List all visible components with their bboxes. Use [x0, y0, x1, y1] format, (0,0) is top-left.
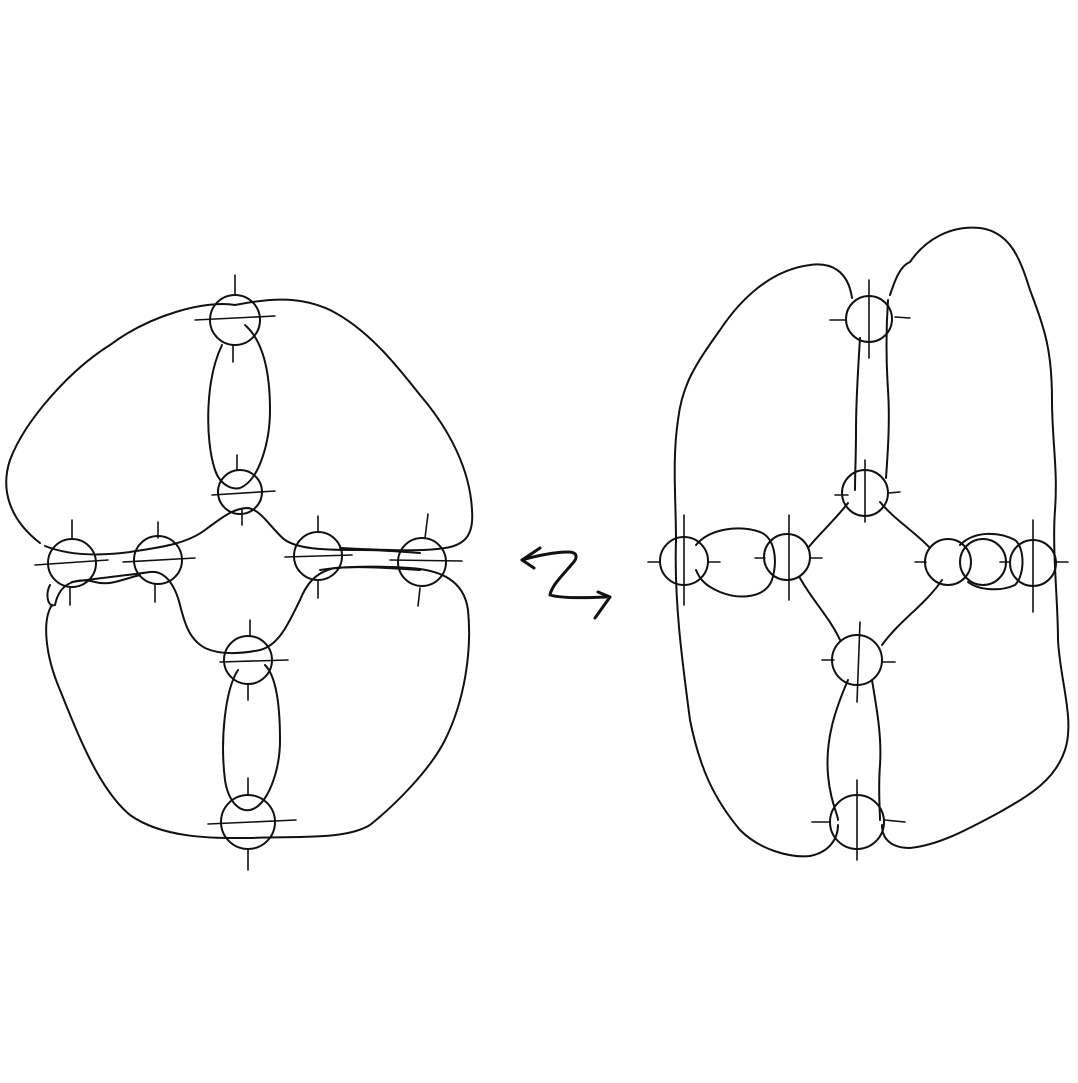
right-figure [647, 226, 1070, 861]
right-lower-stem-left [826, 679, 849, 821]
bidirectional-arrow-icon [520, 546, 612, 620]
right-tick-marks [647, 279, 1069, 861]
right-circle-lower-center [831, 634, 883, 686]
right-right-side-loop [959, 532, 1024, 591]
right-diamond-lower-right [881, 579, 943, 646]
arrow-zigzag-stroke [520, 550, 608, 600]
left-tick-marks [34, 274, 463, 871]
left-lower-outer-loop [45, 565, 471, 840]
right-circle-far-right-a [959, 538, 1007, 586]
left-top-vertical-loop [207, 324, 271, 490]
right-left-side-loop [695, 527, 776, 598]
right-diamond-lower-left [799, 577, 841, 641]
right-upper-stem-right [885, 299, 890, 479]
arrow-left-head [520, 546, 542, 570]
left-upper-outer-loop [5, 298, 474, 552]
left-horizontal-strand-upper [44, 507, 421, 556]
left-circle-far-left [47, 538, 97, 588]
left-horizontal-strand-lower [71, 566, 421, 655]
left-bottom-vertical-loop [222, 664, 281, 812]
right-diamond-upper-right [879, 501, 931, 549]
right-right-lobe [881, 226, 1070, 849]
right-left-lobe [673, 263, 853, 858]
left-circle-top [209, 294, 261, 346]
left-circle-far-right [397, 537, 447, 587]
right-circle-inner-right [924, 538, 972, 586]
right-diamond-upper-left [807, 502, 849, 549]
right-lower-stem-right [871, 679, 882, 821]
arrow-right-head [593, 590, 612, 620]
left-figure [5, 274, 474, 871]
right-upper-stem-left [854, 337, 861, 491]
right-circle-inner-left [763, 533, 811, 581]
